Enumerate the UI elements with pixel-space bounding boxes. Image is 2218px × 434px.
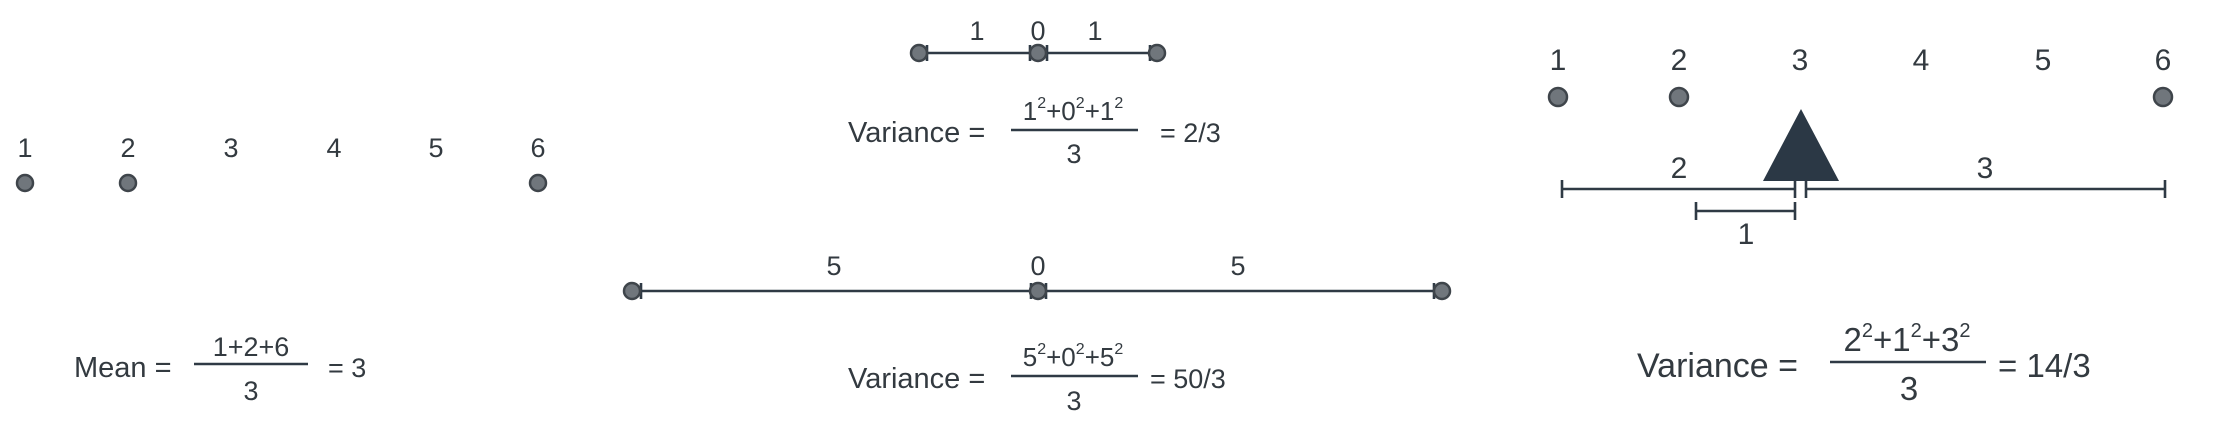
large-numerator: 52+02+52	[1023, 341, 1124, 372]
seesaw-formula-label: Variance =	[1637, 347, 1798, 385]
small-denominator: 3	[1066, 139, 1081, 169]
large-variance-panel: 5 0 5 Variance = 52+02+52 3 = 50/3	[622, 251, 1452, 416]
seesaw-tick-label-4: 4	[1913, 44, 1930, 77]
seesaw-tick-label-1: 1	[1550, 44, 1567, 77]
small-result: = 2/3	[1160, 118, 1221, 148]
small-data-point-left	[909, 43, 929, 63]
small-distance-label-right: 1	[1087, 16, 1102, 46]
large-formula-label: Variance =	[848, 363, 985, 395]
seesaw-tick-label-6: 6	[2155, 44, 2172, 77]
mean-tick-label-6: 6	[530, 133, 545, 163]
mean-data-point-6	[528, 173, 548, 193]
small-data-point-right	[1147, 43, 1167, 63]
seesaw-distance-label-2: 2	[1671, 152, 1688, 185]
large-distance-label-left: 5	[826, 251, 841, 281]
mean-panel: 1 2 3 4 5 6 Mean = 1+2+6 3 = 3	[10, 133, 553, 406]
small-formula-label: Variance =	[848, 117, 985, 149]
fulcrum-triangle	[1763, 109, 1839, 181]
seesaw-tick-label-2: 2	[1671, 44, 1688, 77]
seesaw-panel: 1 2 3 4 5 6 2 3 1 Variance = 22+12+32 3 …	[1537, 44, 2182, 407]
large-data-point-center	[1028, 281, 1048, 301]
seesaw-data-point-2	[1668, 86, 1690, 108]
small-variance-panel: 1 0 1 Variance = 12+02+12 3 = 2/3	[848, 16, 1221, 169]
small-numerator: 12+02+12	[1023, 95, 1124, 126]
mean-tick-label-2: 2	[120, 133, 135, 163]
mean-data-point-2	[118, 173, 138, 193]
seesaw-distance-label-1: 1	[1738, 218, 1755, 251]
large-denominator: 3	[1066, 386, 1081, 416]
large-data-point-right	[1432, 281, 1452, 301]
small-distance-label-left: 1	[969, 16, 984, 46]
large-result: = 50/3	[1150, 364, 1226, 394]
seesaw-distance-label-3: 3	[1977, 152, 1994, 185]
seesaw-numerator: 22+12+32	[1844, 320, 1971, 358]
seesaw-tick-label-5: 5	[2035, 44, 2052, 77]
large-distance-label-right: 5	[1230, 251, 1245, 281]
mean-data-point-1	[15, 173, 35, 193]
mean-tick-label-5: 5	[428, 133, 443, 163]
seesaw-tick-label-3: 3	[1792, 44, 1809, 77]
large-distance-label-center: 0	[1030, 251, 1045, 281]
seesaw-result: = 14/3	[1998, 347, 2091, 384]
seesaw-data-point-6	[2152, 86, 2174, 108]
seesaw-denominator: 3	[1900, 370, 1918, 407]
mean-tick-label-1: 1	[17, 133, 32, 163]
small-distance-label-center: 0	[1030, 16, 1045, 46]
mean-result: = 3	[328, 353, 366, 383]
mean-tick-label-4: 4	[326, 133, 341, 163]
small-data-point-center	[1028, 43, 1048, 63]
mean-numerator: 1+2+6	[213, 332, 290, 362]
mean-formula-label: Mean =	[74, 352, 172, 384]
mean-tick-label-3: 3	[223, 133, 238, 163]
mean-denominator: 3	[243, 376, 258, 406]
large-data-point-left	[622, 281, 642, 301]
seesaw-data-point-1	[1547, 86, 1569, 108]
